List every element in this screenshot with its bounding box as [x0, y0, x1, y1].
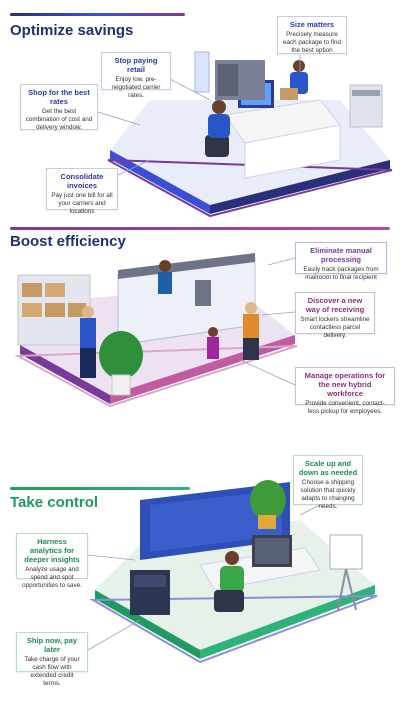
- section-2-title: Boost efficiency: [10, 233, 126, 250]
- callout-desc: Take charge of your cash flow with exten…: [24, 656, 80, 687]
- callout-desc: Provide convenient, contact-less pickup …: [305, 400, 385, 415]
- callout-shop-best-rates: Shop for the best rates Get the best com…: [20, 84, 98, 131]
- section-3-title: Take control: [10, 494, 99, 511]
- callout-title: Stop paying retail: [114, 56, 158, 74]
- callout-desc: Choose a shipping solution that quickly …: [300, 479, 356, 510]
- callout-title: Scale up and down as needed: [298, 459, 358, 477]
- callout-title: Discover a new way of receiving: [305, 296, 365, 314]
- callout-desc: Smart lockers streamline contactless par…: [300, 316, 370, 339]
- callout-harness-analytics: Harness analytics for deeper insights An…: [16, 533, 88, 589]
- callout-eliminate-manual-processing: Eliminate manual processing Easily track…: [295, 242, 387, 281]
- callout-title: Shop for the best rates: [28, 88, 90, 106]
- callout-desc: Analyze usage and spend and spot opportu…: [22, 566, 82, 589]
- callout-title: Harness analytics for deeper insights: [24, 537, 80, 564]
- section-3-bar: [10, 487, 190, 490]
- callout-title: Size matters: [289, 20, 335, 29]
- callout-desc: Enjoy low, pre-negotiated carrier rates.: [111, 76, 161, 99]
- office-platform-1: [107, 51, 393, 218]
- callout-hybrid-workforce: Manage operations for the new hybrid wor…: [295, 367, 395, 415]
- callout-title: Manage operations for the new hybrid wor…: [304, 371, 386, 398]
- callout-desc: Easily track packages from mailroom to f…: [303, 266, 379, 281]
- callout-title: Consolidate invoices: [60, 172, 104, 190]
- callout-desc: Precisely measure each package to find t…: [282, 31, 342, 54]
- callout-consolidate-invoices: Consolidate invoices Pay just one bill f…: [46, 168, 118, 215]
- callout-new-way-of-receiving: Discover a new way of receiving Smart lo…: [295, 292, 375, 339]
- callout-ship-now-pay-later: Ship now, pay later Take charge of your …: [16, 632, 88, 687]
- callout-desc: Pay just one bill for all your carriers …: [51, 192, 113, 215]
- callout-scale-up-down: Scale up and down as needed Choose a shi…: [293, 455, 363, 510]
- callout-stop-paying-retail: Stop paying retail Enjoy low, pre-negoti…: [101, 52, 171, 99]
- callout-title: Eliminate manual processing: [310, 246, 372, 264]
- callout-connectors: [87, 55, 331, 651]
- section-1-title: Optimize savings: [10, 22, 134, 39]
- callout-desc: Get the best combination of cost and del…: [25, 108, 93, 131]
- control-platform-3: [89, 480, 378, 664]
- mailroom-platform-2: [14, 253, 298, 408]
- section-2-bar: [10, 227, 390, 230]
- callout-title: Ship now, pay later: [26, 636, 78, 654]
- callout-size-matters: Size matters Precisely measure each pack…: [277, 16, 347, 54]
- section-1-bar: [10, 13, 185, 16]
